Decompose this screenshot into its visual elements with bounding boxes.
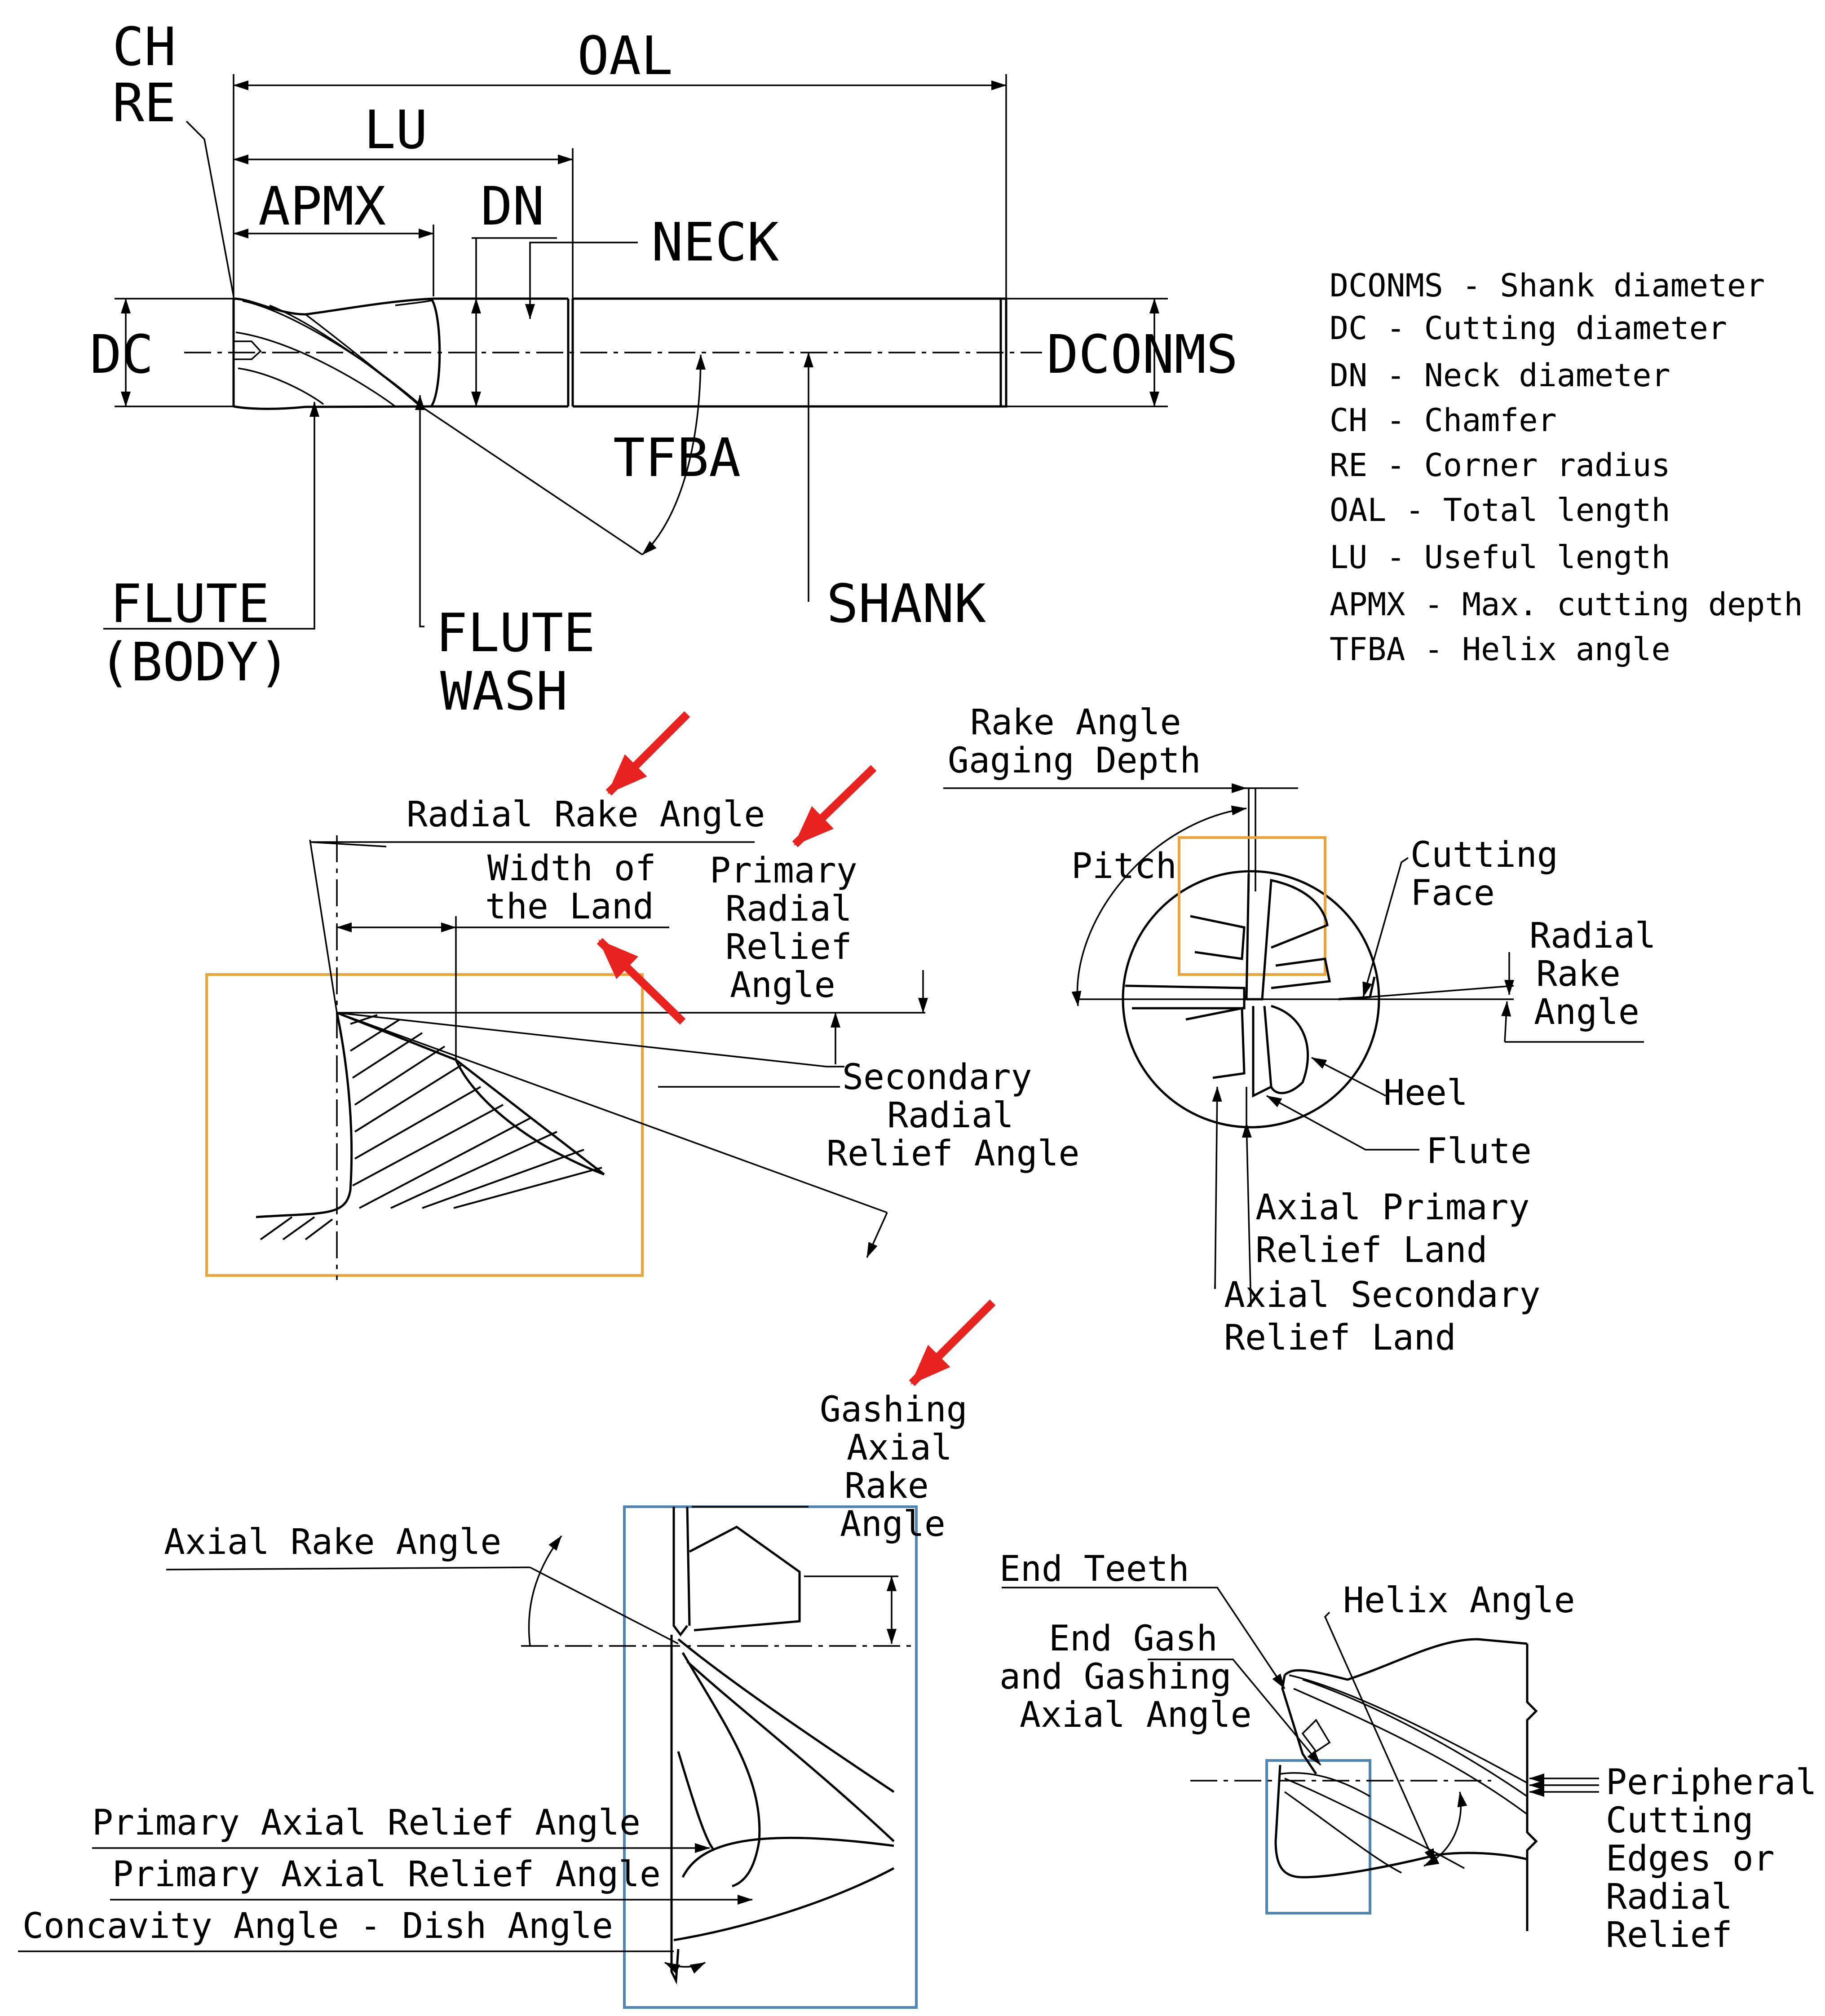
end-gash-label-1: End Gash [1049,1619,1218,1659]
axial-relief-detail: Gashing Axial Rake Angle Axial Rake Angl… [18,1299,996,2009]
peripheral-label-4: Radial [1606,1877,1732,1917]
axial-highlight-box [623,1505,918,2009]
primary-radial-relief-label-3: Relief [725,927,852,967]
legend-item: DCONMS - Shank diameter [1330,267,1765,304]
cutting-face-label-2: Face [1410,873,1495,913]
concavity-angle-label: Concavity Angle - Dish Angle [22,1906,613,1946]
legend-item: DC - Cutting diameter [1330,310,1727,347]
overview-section: CH RE OAL LU APMX DN NECK DC DCONMS TFBA… [90,16,1238,722]
secondary-radial-relief-label-2: Radial [887,1095,1014,1136]
peripheral-label-1: Peripheral [1606,1762,1817,1803]
primary-radial-relief-label-1: Primary [710,851,857,891]
axial-rake-angle-label: Axial Rake Angle [164,1522,501,1562]
neck-label: NECK [651,211,779,273]
radial-rake-label-3: Angle [1534,992,1639,1032]
side-highlight-box [1265,1759,1371,1915]
tfba-label: TFBA [613,427,741,489]
flute-body-label-2: (BODY) [99,631,290,693]
detail-highlight-box [205,973,644,1277]
width-of-land-label-1: Width of [487,848,656,889]
flute-wash-label-1: FLUTE [436,602,595,664]
radial-rake-label-2: Rake [1536,954,1621,994]
helix-angle-label: Helix Angle [1343,1580,1575,1621]
radial-relief-detail: Radial Rake Angle Width of the Land Prim… [205,711,1080,1280]
lu-label: LU [364,99,428,161]
highlight-arrow [597,938,686,1025]
end-gash-label-3: Axial Angle [1020,1695,1252,1735]
dc-label: DC [90,323,154,385]
legend-item: RE - Corner radius [1330,447,1670,484]
highlight-arrow [792,765,877,847]
end-gash-label-2: and Gashing [999,1657,1232,1697]
peripheral-label-3: Edges or [1606,1839,1775,1879]
legend-item: CH - Chamfer [1330,402,1557,439]
oal-label: OAL [577,25,673,87]
axial-secondary-label-2: Relief Land [1224,1318,1456,1358]
pitch-label: Pitch [1071,846,1177,887]
ch-label: CH [112,16,176,78]
legend-item: DN - Neck diameter [1330,357,1670,394]
section-hatching [260,1014,602,1240]
flute-body-label-1: FLUTE [110,573,270,635]
legend-item: APMX - Max. cutting depth [1330,586,1803,623]
axial-primary-label-1: Axial Primary [1255,1187,1529,1228]
radial-rake-angle-label: Radial Rake Angle [407,794,765,835]
flute-wash-label-2: WASH [440,660,568,722]
dconms-label: DCONMS [1047,323,1238,385]
legend-item: OAL - Total length [1330,492,1670,529]
end-teeth-label: End Teeth [999,1549,1189,1589]
legend: DCONMS - Shank diameter DC - Cutting dia… [1330,267,1803,668]
gaging-depth-label-2: Gaging Depth [948,741,1201,781]
apmx-label: APMX [258,175,386,237]
axial-primary-label-2: Relief Land [1255,1230,1488,1270]
secondary-radial-relief-label-1: Secondary [842,1057,1032,1098]
gaging-depth-label-1: Rake Angle [970,702,1181,743]
primary-radial-relief-label-2: Radial [725,889,852,929]
cutting-face-label-1: Cutting [1410,835,1558,875]
flute-end-label: Flute [1426,1131,1532,1172]
legend-item: TFBA - Helix angle [1330,631,1670,668]
radial-rake-label-1: Radial [1529,916,1656,956]
peripheral-label-2: Cutting [1606,1800,1754,1841]
dn-label: DN [481,175,544,237]
gashing-label-3: Rake [844,1466,929,1506]
gashing-label-1: Gashing [820,1390,968,1430]
peripheral-label-5: Relief [1606,1915,1732,1955]
heel-label: Heel [1383,1073,1468,1113]
legend-item: LU - Useful length [1330,539,1670,576]
primary-axial-relief-label-1: Primary Axial Relief Angle [92,1803,641,1843]
side-view-detail: End Teeth Helix Angle End Gash and Gashi… [999,1549,1817,1955]
end-view-detail: Rake Angle Gaging Depth Pitch Cutting Fa… [943,702,1656,1358]
highlight-arrow [605,711,690,796]
axial-secondary-label-1: Axial Secondary [1224,1275,1540,1315]
shank-body [573,297,1008,408]
shank-label: SHANK [826,573,986,635]
gashing-label-2: Axial [847,1428,952,1468]
primary-axial-relief-label-2: Primary Axial Relief Angle [112,1854,661,1895]
primary-radial-relief-label-4: Angle [730,965,835,1006]
highlight-arrow [909,1299,996,1386]
secondary-radial-relief-label-3: Relief Angle [826,1134,1080,1174]
width-of-land-label-2: the Land [485,887,654,927]
gashing-label-4: Angle [840,1504,946,1544]
re-label: RE [112,72,176,134]
